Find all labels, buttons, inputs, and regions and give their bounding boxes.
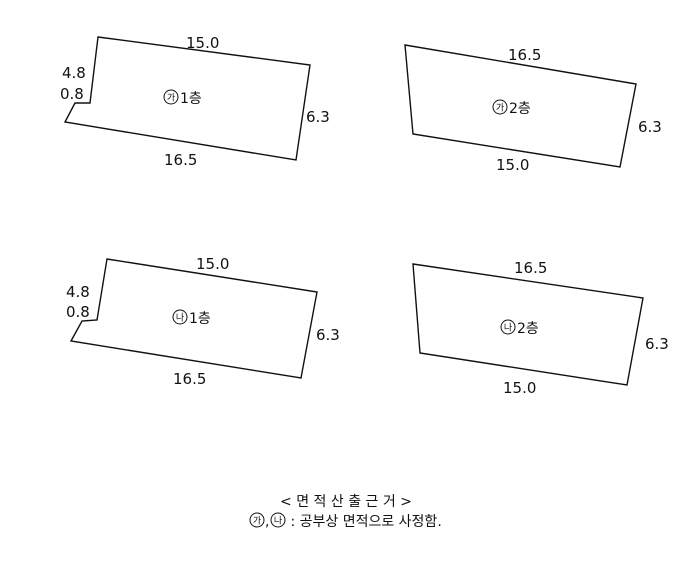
dim-bottom: 15.0 [503, 379, 536, 397]
floor-outline-na-2 [412, 263, 644, 386]
floor-label: 1층 [189, 311, 211, 327]
svg-text:가: 가 [167, 93, 175, 104]
dim-bottom: 16.5 [164, 151, 197, 169]
dim-left-upper: 4.8 [66, 283, 90, 301]
floor-label: 2층 [509, 101, 531, 117]
dim-right: 6.3 [638, 118, 662, 136]
svg-text:나: 나 [504, 323, 512, 334]
dim-left-upper: 4.8 [62, 64, 86, 82]
floor-outline-ga-2 [404, 44, 637, 168]
building-mark-icon: 가 [492, 99, 508, 115]
floor-plan-ga-1: 15.0 4.8 0.8 6.3 16.5 가 1층 [60, 34, 330, 169]
mark-na-icon: 나 [270, 512, 286, 528]
building-mark-icon: 나 [172, 309, 188, 325]
svg-text:나: 나 [176, 313, 184, 324]
floor-plan-na-2: 16.5 6.3 15.0 나 2층 [412, 259, 669, 397]
dim-top: 16.5 [514, 259, 547, 277]
dim-bottom: 15.0 [496, 156, 529, 174]
svg-text:가: 가 [496, 103, 504, 114]
dim-right: 6.3 [306, 108, 330, 126]
floor-label: 2층 [517, 321, 539, 337]
dim-top: 15.0 [196, 255, 229, 273]
footer-heading: < 면 적 산 출 근 거 > [280, 494, 412, 510]
floor-outline-ga-1 [63, 36, 311, 161]
floor-outline-na-1 [69, 258, 318, 379]
building-mark-icon: 가 [163, 89, 179, 105]
dim-bottom: 16.5 [173, 370, 206, 388]
floor-plan-ga-2: 16.5 6.3 15.0 가 2층 [404, 44, 662, 174]
dim-top: 16.5 [508, 46, 541, 64]
footer-separator: , [265, 514, 269, 530]
dim-right: 6.3 [645, 335, 669, 353]
dim-left-lower: 0.8 [60, 85, 84, 103]
floor-label: 1층 [180, 91, 202, 107]
svg-text:가: 가 [253, 516, 261, 527]
svg-text:나: 나 [274, 516, 282, 527]
mark-ga-icon: 가 [249, 512, 265, 528]
building-mark-icon: 나 [500, 319, 516, 335]
footer-note: < 면 적 산 출 근 거 > 가 , 나 : 공부상 면적으로 사정함. [249, 494, 442, 530]
footer-note-text: : 공부상 면적으로 사정함. [286, 514, 442, 530]
dim-right: 6.3 [316, 326, 340, 344]
dim-left-lower: 0.8 [66, 303, 90, 321]
dim-top: 15.0 [186, 34, 219, 52]
floor-plan-na-1: 15.0 4.8 0.8 6.3 16.5 나 1층 [66, 255, 340, 388]
